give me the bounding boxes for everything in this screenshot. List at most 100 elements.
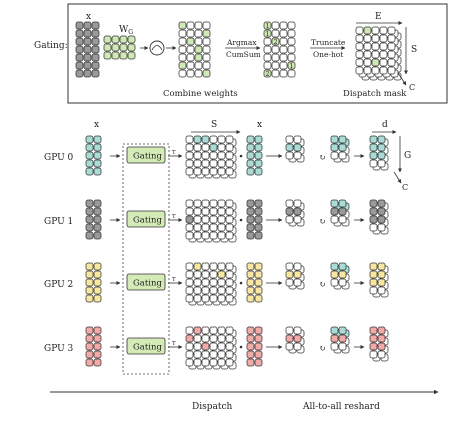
dispatch-mask-cell <box>363 34 372 43</box>
dispatch-cell <box>217 358 226 367</box>
token-cell <box>85 334 94 343</box>
dispatch-cell <box>217 207 226 216</box>
dispatch-cell <box>193 334 202 343</box>
gating-button[interactable]: Gating <box>126 337 166 355</box>
combine-cell <box>186 29 195 38</box>
token-cell <box>246 143 255 152</box>
dispatch-cell <box>225 159 234 168</box>
dispatch-cell <box>185 262 194 271</box>
dispatch-cell <box>193 231 202 240</box>
dispatch-cell <box>185 326 194 335</box>
dispatch-cell <box>185 159 194 168</box>
expert-input-cell <box>293 326 302 335</box>
gating-button[interactable]: Gating <box>126 146 166 164</box>
weight-cell <box>119 35 128 44</box>
dispatch-mask-cell <box>379 34 388 43</box>
token-cell <box>246 326 255 335</box>
weight-cell <box>119 43 128 52</box>
token-cell <box>246 294 255 303</box>
token-cell <box>246 151 255 160</box>
dispatch-cell <box>185 231 194 240</box>
dispatch-cell <box>185 215 194 224</box>
output-cell <box>377 159 386 168</box>
token-cell <box>85 207 94 216</box>
token-cell <box>93 215 102 224</box>
cumsum-value: 1 <box>290 63 294 70</box>
combine-cell <box>194 53 203 62</box>
token-cell <box>246 231 255 240</box>
token-cell <box>85 143 94 152</box>
dispatch-cell <box>193 294 202 303</box>
weight-cell <box>111 43 120 52</box>
cumsum-cell <box>279 53 288 62</box>
weight-cell <box>127 35 136 44</box>
expert-input-cell <box>285 326 294 335</box>
dispatch-mask-cell <box>379 42 388 51</box>
dispatch-cell <box>209 278 218 287</box>
gpu-label: GPU 1 <box>44 217 73 227</box>
dispatch-cell <box>225 334 234 343</box>
cumsum-cell <box>279 45 288 54</box>
expert-input-cell <box>285 342 294 351</box>
dispatch-cell <box>209 342 218 351</box>
output-cell <box>369 215 378 224</box>
dispatch-cell <box>193 262 202 271</box>
dispatch-cell <box>217 334 226 343</box>
dispatch-cell <box>185 223 194 232</box>
weight-cell <box>103 51 112 60</box>
dispatch-mask-cell <box>371 26 380 35</box>
output-cell <box>377 278 386 287</box>
token-cell <box>83 37 92 46</box>
token-cell <box>83 69 92 78</box>
main-x-label: x <box>94 120 99 130</box>
combine-cell <box>202 21 211 30</box>
output-cell <box>377 286 386 295</box>
token-cell <box>93 199 102 208</box>
reshard-cell <box>338 270 347 279</box>
token-cell <box>93 207 102 216</box>
dispatch-cell <box>217 143 226 152</box>
reshard-cell <box>338 207 347 216</box>
token-cell <box>75 29 84 38</box>
dispatch-cell <box>201 151 210 160</box>
token-cell <box>246 159 255 168</box>
dispatch-cell <box>209 294 218 303</box>
reshard-icon: ↻ <box>319 217 326 226</box>
expert-input-cell <box>293 143 302 152</box>
dispatch-mask-cell <box>387 42 396 51</box>
combine-cell <box>178 29 187 38</box>
dispatch-cell <box>225 326 234 335</box>
expert-input-cell <box>285 270 294 279</box>
dispatch-cell <box>193 215 202 224</box>
expert-input-cell <box>293 270 302 279</box>
multiply-dot <box>239 345 243 349</box>
token-cell <box>93 286 102 295</box>
output-cell <box>377 223 386 232</box>
token-cell <box>93 262 102 271</box>
dispatch-mask-cell <box>379 58 388 67</box>
dispatch-mask-cell <box>355 42 364 51</box>
combine-cell <box>186 37 195 46</box>
dispatch-cell <box>225 342 234 351</box>
dispatch-cell <box>201 231 210 240</box>
token-cell <box>91 45 100 54</box>
cumsum-cell <box>287 53 296 62</box>
reshard-cell <box>330 334 339 343</box>
dispatch-mask-cell <box>387 66 396 75</box>
dispatch-cell <box>201 207 210 216</box>
output-cell <box>369 326 378 335</box>
token-cell <box>254 207 263 216</box>
expert-input-cell <box>293 342 302 351</box>
gating-panel-frame <box>67 3 448 104</box>
dispatch-cell <box>201 159 210 168</box>
gating-box-label: Gating <box>133 152 162 162</box>
reshard-icon: ↻ <box>319 153 326 162</box>
dispatch-cell <box>209 223 218 232</box>
token-cell <box>246 350 255 359</box>
gating-button[interactable]: Gating <box>126 210 166 228</box>
gating-button[interactable]: Gating <box>126 273 166 291</box>
dispatch-cell <box>209 215 218 224</box>
dispatch-cell <box>225 143 234 152</box>
cumsum-value: 2 <box>274 39 278 46</box>
token-cell <box>246 262 255 271</box>
